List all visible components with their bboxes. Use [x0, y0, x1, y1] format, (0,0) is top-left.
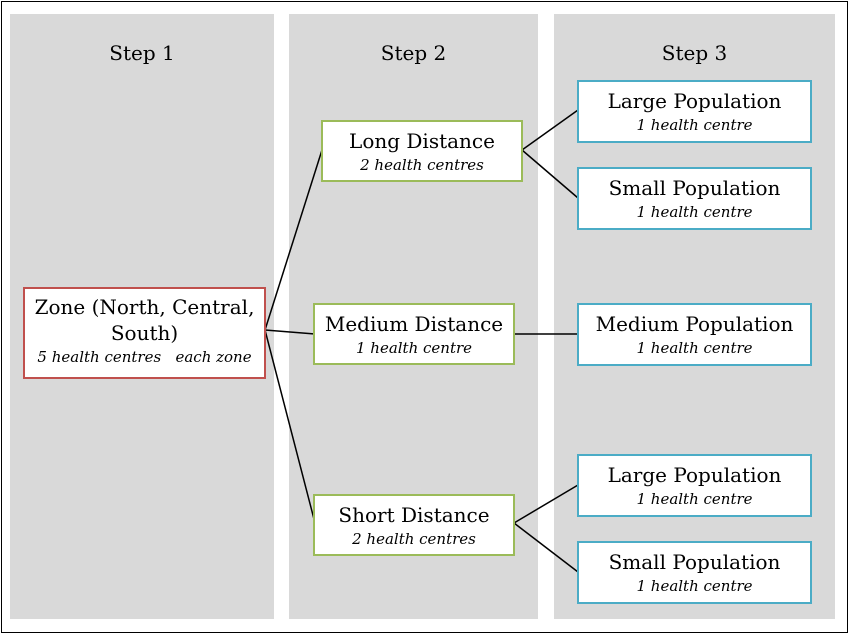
- long-small-population-title: Small Population: [608, 176, 781, 200]
- short-small-population-subtitle: 1 health centre: [636, 577, 753, 595]
- short-large-population-title: Large Population: [607, 463, 782, 487]
- zone-subtitle: 5 health centres each zone: [37, 348, 252, 366]
- zone-box: Zone (North, Central, South) 5 health ce…: [23, 287, 266, 379]
- step1-title: Step 1: [109, 41, 175, 65]
- medium-distance-subtitle: 1 health centre: [355, 339, 473, 357]
- link-zone-long: [264, 149, 323, 331]
- long-large-population-box: Large Population 1 health centre: [577, 80, 812, 143]
- long-large-population-subtitle: 1 health centre: [636, 116, 753, 134]
- link-short-small: [513, 522, 579, 573]
- long-distance-box: Long Distance 2 health centres: [321, 120, 523, 182]
- short-distance-box: Short Distance 2 health centres: [313, 494, 515, 556]
- short-large-population-box: Large Population 1 health centre: [577, 454, 812, 517]
- short-distance-title: Short Distance: [338, 503, 490, 527]
- zone-title: Zone (North, Central, South): [34, 295, 255, 345]
- link-zone-short: [264, 329, 316, 524]
- long-distance-title: Long Distance: [349, 129, 495, 153]
- short-distance-subtitle: 2 health centres: [352, 530, 476, 548]
- link-zone-medium: [264, 329, 316, 335]
- medium-distance-box: Medium Distance 1 health centre: [313, 303, 515, 365]
- medium-population-box: Medium Population 1 health centre: [577, 303, 812, 366]
- link-long-large: [521, 109, 579, 151]
- step3-title: Step 3: [661, 41, 728, 65]
- short-small-population-title: Small Population: [608, 550, 781, 574]
- short-small-population-box: Small Population 1 health centre: [577, 541, 812, 604]
- medium-population-title: Medium Population: [595, 312, 794, 336]
- medium-distance-title: Medium Distance: [324, 312, 504, 336]
- medium-population-subtitle: 1 health centre: [636, 339, 753, 357]
- long-small-population-box: Small Population 1 health centre: [577, 167, 812, 230]
- long-large-population-title: Large Population: [607, 89, 782, 113]
- short-large-population-subtitle: 1 health centre: [636, 490, 753, 508]
- long-small-population-subtitle: 1 health centre: [636, 203, 753, 221]
- link-long-small: [521, 149, 579, 199]
- long-distance-subtitle: 2 health centres: [360, 156, 484, 174]
- step2-title: Step 2: [380, 41, 447, 65]
- link-short-large: [513, 484, 579, 524]
